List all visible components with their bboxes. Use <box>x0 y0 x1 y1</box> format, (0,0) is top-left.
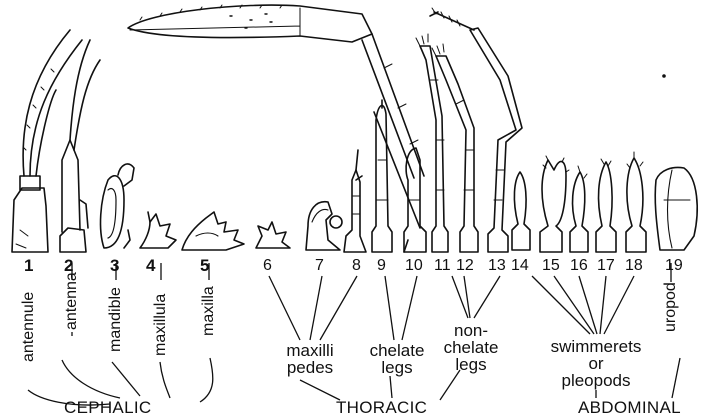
group-swimmerets-line3: pleopods <box>540 372 652 389</box>
group-chelate-legs: chelate legs <box>362 342 432 376</box>
group-chelate-line2: legs <box>362 359 432 376</box>
group-maxillipedes: maxilli pedes <box>276 342 344 376</box>
group-swimmerets-line1: swimmerets <box>540 338 652 355</box>
group-chelate-line1: chelate <box>362 342 432 359</box>
region-abdominal: ABDOMINAL <box>578 398 681 418</box>
group-maxillipedes-line1: maxilli <box>276 342 344 359</box>
region-thoracic: THORACIC <box>336 398 427 418</box>
group-nonchelate-line2: chelate <box>436 339 506 356</box>
group-swimmerets: swimmerets or pleopods <box>540 338 652 389</box>
group-nonchelate-line3: legs <box>436 356 506 373</box>
group-nonchelate-line1: non- <box>436 322 506 339</box>
group-swimmerets-line2: or <box>540 355 652 372</box>
region-cephalic: CEPHALIC <box>64 398 151 418</box>
group-nonchelate-legs: non- chelate legs <box>436 322 506 373</box>
group-maxillipedes-line2: pedes <box>276 359 344 376</box>
